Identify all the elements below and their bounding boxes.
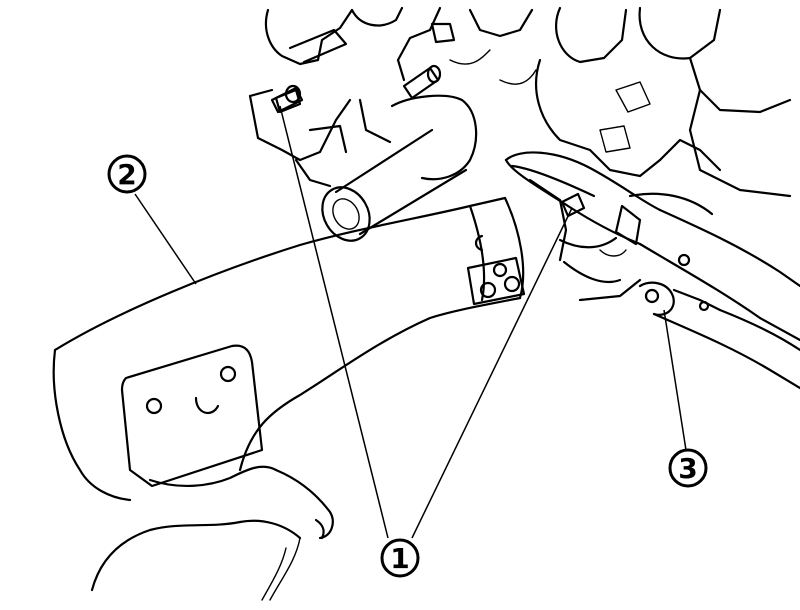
callout-label-1: 1 bbox=[390, 542, 409, 575]
spring-pin-upper bbox=[274, 88, 302, 114]
callout-label-2: 2 bbox=[117, 158, 136, 191]
extension-housing bbox=[52, 196, 526, 502]
leader-item-1b bbox=[411, 207, 573, 539]
callout-label-3: 3 bbox=[678, 452, 697, 485]
callout-3: 3 bbox=[668, 448, 708, 488]
spring-pins bbox=[274, 88, 586, 218]
engine-housing bbox=[248, 6, 792, 302]
leader-item-2 bbox=[134, 193, 197, 285]
hand-with-plate bbox=[90, 344, 334, 601]
leader-item-1a bbox=[279, 105, 389, 539]
leader-lines bbox=[134, 105, 687, 539]
leader-item-3 bbox=[663, 309, 687, 451]
locking-pliers bbox=[504, 151, 800, 390]
callout-1: 1 bbox=[380, 538, 420, 578]
spring-pin-lower bbox=[560, 192, 586, 218]
callout-2: 2 bbox=[107, 154, 147, 194]
output-shaft bbox=[321, 94, 478, 242]
